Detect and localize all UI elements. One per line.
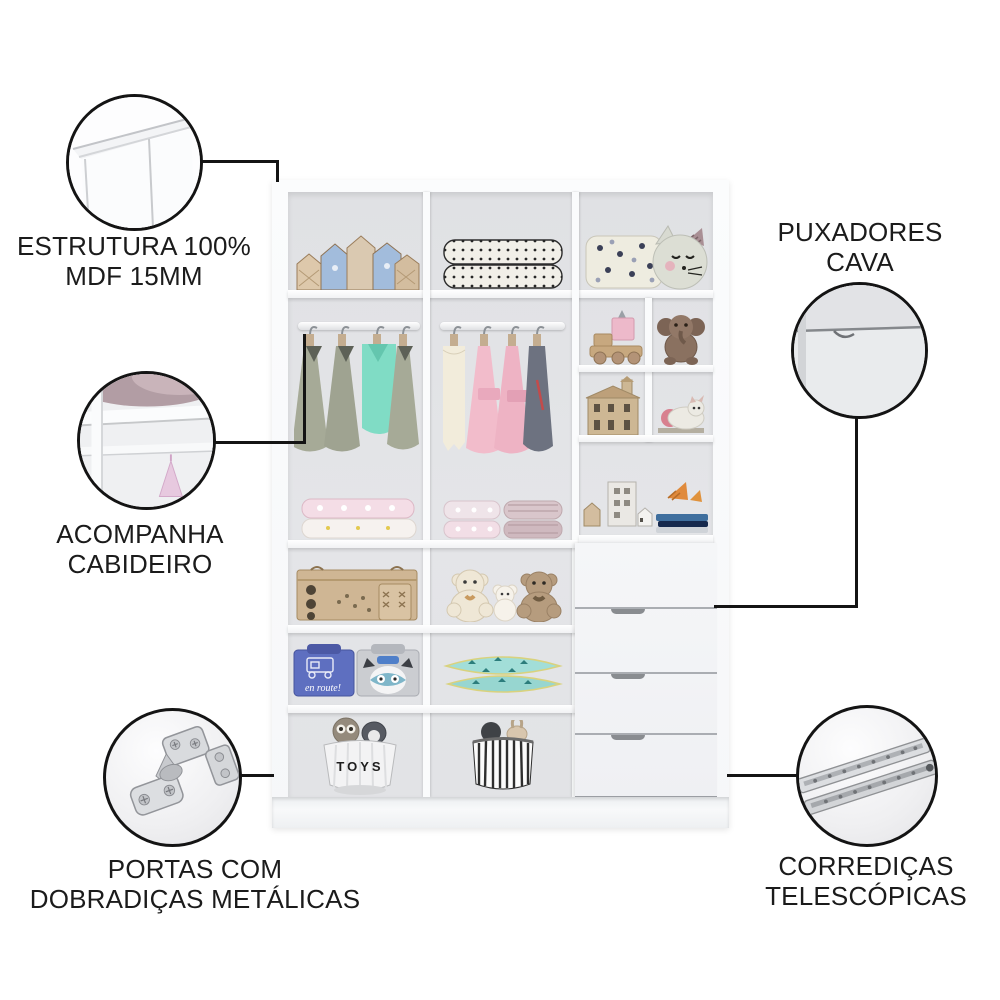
cabideiro-label-line2: CABIDEIRO xyxy=(67,549,213,579)
shelf xyxy=(579,435,713,442)
connector-dobradicas xyxy=(238,774,274,777)
shelf xyxy=(288,290,713,298)
hanging-rod-middle xyxy=(440,322,565,330)
hanging-rod-left xyxy=(298,322,420,330)
dobradicas-callout-circle xyxy=(103,708,242,847)
connector-puxadores xyxy=(855,414,858,608)
corredicas-label-line1: CORREDIÇAS xyxy=(778,851,954,881)
shelf xyxy=(288,540,579,548)
teal-pillows xyxy=(442,648,564,698)
wooden-toy-chest xyxy=(295,558,420,622)
estrutura-label-line2: MDF 15MM xyxy=(65,261,203,291)
drawer-gap xyxy=(575,607,717,609)
shelf xyxy=(579,365,713,372)
shelf xyxy=(288,705,579,713)
cabideiro-label-line1: ACOMPANHA xyxy=(56,519,224,549)
shelf-decor-foxes-books xyxy=(582,480,710,535)
connector-corredicas xyxy=(727,774,800,777)
storage-bin-label: en route! xyxy=(305,683,341,694)
plush-elephant xyxy=(656,305,706,365)
wardrobe-base xyxy=(272,797,729,828)
folded-duvet xyxy=(442,238,564,290)
connector-puxadores xyxy=(714,605,858,608)
connector-estrutura xyxy=(276,160,279,182)
recessed-handle xyxy=(611,735,645,740)
estrutura-label: ESTRUTURA 100% MDF 15MM xyxy=(0,231,268,291)
dobradicas-label: PORTAS COM DOBRADIÇAS METÁLICAS xyxy=(0,854,390,914)
metal-hinge-icon xyxy=(129,726,239,816)
cat-figurine xyxy=(656,390,706,435)
connector-estrutura xyxy=(199,160,279,163)
recessed-handle xyxy=(611,674,645,679)
shelf xyxy=(579,535,713,543)
puxadores-label-line2: CAVA xyxy=(826,247,894,277)
folded-blankets-middle xyxy=(442,497,564,540)
folded-blankets-left xyxy=(300,497,418,540)
estrutura-callout-circle xyxy=(66,94,203,231)
wardrobe: en route! xyxy=(272,180,729,828)
striped-basket xyxy=(465,720,541,796)
cabideiro-label: ACOMPANHA CABIDEIRO xyxy=(6,519,274,579)
fabric-storage-bins: en route! xyxy=(293,642,420,697)
house-model xyxy=(584,376,646,435)
hangers-left xyxy=(294,320,422,472)
toys-basket-label: TOYS xyxy=(336,759,383,774)
divider xyxy=(572,192,579,797)
decor-houses xyxy=(295,230,420,290)
drawer-stack xyxy=(575,543,717,798)
toys-basket: TOYS xyxy=(318,715,402,797)
pillow-and-cat-cushion xyxy=(584,222,708,290)
connector-cabideiro xyxy=(212,441,306,444)
telescopic-slide-icon xyxy=(799,737,935,816)
mdf-panel-corner-icon xyxy=(69,97,200,228)
cabideiro-callout-circle xyxy=(77,371,216,510)
drawer-gap xyxy=(575,733,717,735)
teddy-bears xyxy=(442,558,564,622)
drawer-gap xyxy=(575,672,717,674)
puxadores-label-line1: PUXADORES xyxy=(777,217,943,247)
recessed-handle-icon xyxy=(794,285,925,416)
corredicas-label-line2: TELESCÓPICAS xyxy=(765,881,967,911)
corredicas-label: CORREDIÇAS TELESCÓPICAS xyxy=(716,851,1000,911)
toy-train xyxy=(588,308,646,365)
shelf xyxy=(288,625,579,633)
dobradicas-label-line1: PORTAS COM xyxy=(107,854,283,884)
estrutura-label-line1: ESTRUTURA 100% xyxy=(17,231,251,261)
hangers-middle xyxy=(437,320,567,476)
divider xyxy=(423,192,430,797)
puxadores-callout-circle xyxy=(791,282,928,419)
connector-cabideiro xyxy=(303,334,306,444)
corredicas-callout-circle xyxy=(796,705,938,847)
hanging-rod-icon xyxy=(80,374,213,507)
puxadores-label: PUXADORES CAVA xyxy=(725,217,995,277)
dobradicas-label-line2: DOBRADIÇAS METÁLICAS xyxy=(29,884,361,914)
recessed-handle xyxy=(611,609,645,614)
